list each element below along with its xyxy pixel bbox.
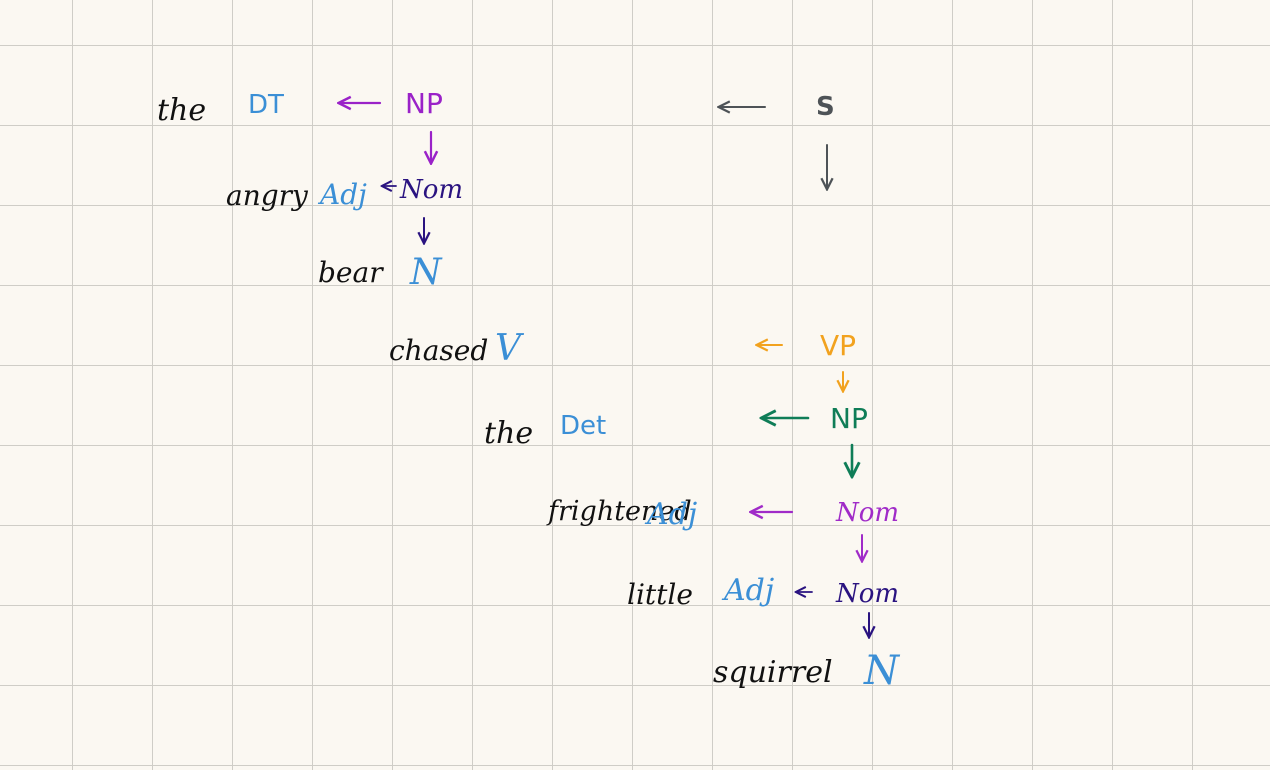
tag-adj-3: Adj bbox=[721, 573, 774, 608]
label-np-subject: NP bbox=[405, 87, 443, 120]
label-vp: VP bbox=[820, 329, 856, 362]
tag-adj-1: Adj bbox=[317, 178, 367, 211]
word-chased: chased bbox=[389, 334, 488, 367]
word-the-2: the bbox=[484, 416, 533, 451]
tag-det: Det bbox=[560, 411, 606, 441]
word-little: little bbox=[627, 578, 693, 611]
label-s: S bbox=[816, 92, 835, 122]
label-nom2: Nom bbox=[835, 579, 899, 609]
label-np-object: NP bbox=[830, 402, 868, 435]
label-nom-object: Nom bbox=[835, 498, 899, 528]
tag-n-2: N bbox=[863, 648, 901, 694]
word-angry: angry bbox=[226, 179, 309, 212]
tag-dt: DT bbox=[248, 90, 284, 120]
word-squirrel: squirrel bbox=[713, 655, 833, 690]
tag-v: V bbox=[495, 328, 525, 369]
word-the-1: the bbox=[157, 93, 206, 128]
label-nom-subject: Nom bbox=[399, 175, 463, 205]
tag-n-1: N bbox=[409, 252, 443, 293]
word-frightened: frightened bbox=[546, 496, 692, 527]
word-bear: bear bbox=[318, 256, 384, 289]
tag-adj-2: Adj bbox=[644, 497, 697, 532]
